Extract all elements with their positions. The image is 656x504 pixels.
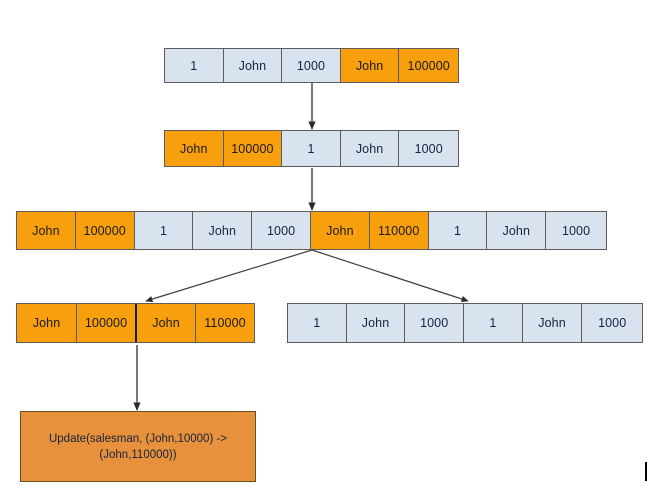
table-row-1: 1 John 1000 John 100000 <box>164 48 459 83</box>
table-cell: John <box>17 212 76 249</box>
table-cell: John <box>193 212 253 249</box>
table-cell: 1000 <box>582 304 642 342</box>
table-row-3: John 100000 1 John 1000 John 110000 1 Jo… <box>16 211 607 250</box>
arrow-row3-to-row4-right <box>311 249 469 302</box>
table-cell: 100000 <box>77 304 137 342</box>
table-cell: 1 <box>464 304 523 342</box>
table-cell: John <box>340 49 400 82</box>
update-note-line-2: (John,110000)) <box>99 448 177 461</box>
table-cell: John <box>522 304 583 342</box>
table-cell: 100000 <box>223 131 283 166</box>
table-cell: 1000 <box>546 212 606 249</box>
table-cell: 1 <box>282 131 341 166</box>
table-cell: 1 <box>165 49 224 82</box>
table-cell: John <box>17 304 77 342</box>
table-row-4-right: 1 John 1000 1 John 1000 <box>287 303 643 343</box>
table-cell: John <box>340 131 400 166</box>
table-cell: 110000 <box>369 212 429 249</box>
table-cell: 1000 <box>405 304 465 342</box>
text-cursor-tick <box>645 462 647 481</box>
table-cell: 1000 <box>282 49 341 82</box>
table-cell: 100000 <box>399 49 458 82</box>
table-row-2: John 100000 1 John 1000 <box>164 130 459 167</box>
table-cell: 1 <box>428 212 488 249</box>
update-note-box: Update(salesman, (John,10000) -> (John,1… <box>20 411 256 482</box>
table-cell: John <box>310 212 370 249</box>
update-note-line-1: Update(salesman, (John,10000) -> <box>48 432 228 445</box>
update-note-text: Update(salesman, (John,10000) -> (John,1… <box>49 431 227 463</box>
table-cell: John <box>346 304 406 342</box>
table-cell: John <box>223 49 283 82</box>
table-cell: 1000 <box>252 212 311 249</box>
table-cell: 1000 <box>399 131 458 166</box>
table-cell: 1 <box>288 304 347 342</box>
table-cell: John <box>487 212 547 249</box>
arrow-row3-to-row4-left <box>145 249 313 303</box>
table-cell: 1 <box>134 212 194 249</box>
table-cell: 100000 <box>75 212 135 249</box>
table-cell: John <box>165 131 224 166</box>
table-cell: John <box>137 304 196 342</box>
table-row-4-left: John 100000 John 110000 <box>16 303 255 343</box>
table-cell: 110000 <box>196 304 254 342</box>
